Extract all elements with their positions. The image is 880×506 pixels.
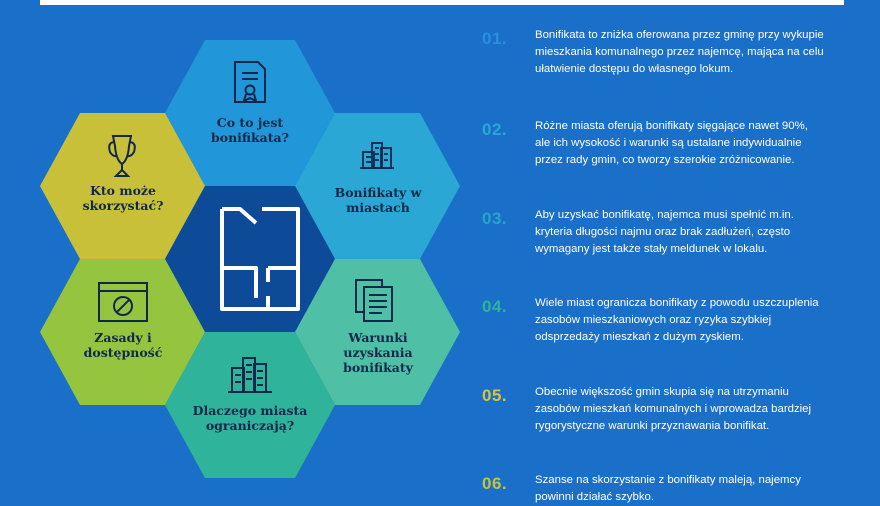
certificate-icon	[234, 61, 266, 103]
item-text: Różne miasta oferują bonifikaty sięgając…	[535, 120, 808, 166]
hex-label-left-bottom: Zasady i dostępność	[83, 330, 163, 360]
hex-label-right-bottom: Warunki uzyskania bonifikaty	[343, 330, 413, 375]
hex-left-bottom[interactable]	[40, 259, 205, 405]
hex-top[interactable]	[165, 40, 335, 186]
hex-label-right-top: Bonifikaty w miastach	[334, 185, 422, 215]
hex-label-top: Co to jest bonifikata?	[211, 115, 289, 145]
trophy-icon	[108, 135, 136, 177]
buildings-icon	[360, 142, 394, 169]
city-icon	[228, 357, 272, 393]
top-white-bar	[40, 0, 844, 5]
item-number: 04.	[482, 297, 508, 316]
hex-center[interactable]	[165, 186, 335, 332]
item-number: 03.	[482, 209, 508, 228]
hex-left-top[interactable]	[40, 113, 205, 259]
hex-right-bottom[interactable]	[295, 259, 460, 405]
documents-icon	[355, 279, 393, 322]
item-text: Szanse na skorzystanie z bonifikaty male…	[535, 474, 801, 503]
item-text: Obecnie większość gmin skupia się na utr…	[535, 386, 812, 432]
item-text: Bonifikata to zniżka oferowana przez gmi…	[535, 29, 824, 75]
item-number: 02.	[482, 120, 508, 139]
item-number: 01.	[482, 29, 508, 48]
hex-label-left-top: Kto może skorzystać?	[82, 183, 164, 213]
hex-right-top[interactable]	[295, 113, 460, 259]
item-number: 05.	[482, 386, 508, 405]
floor-plan-icon	[220, 207, 300, 311]
item-text: Wiele miast ogranicza bonifikaty z powod…	[535, 297, 819, 343]
hex-bottom[interactable]	[165, 332, 335, 478]
item-number: 06.	[482, 474, 508, 493]
restricted-window-icon	[98, 282, 148, 322]
hex-label-bottom: Dlaczego miasta ograniczają?	[192, 403, 308, 433]
item-text: Aby uzyskać bonifikatę, najemca musi spe…	[535, 209, 794, 255]
hex-diagram	[40, 40, 460, 478]
